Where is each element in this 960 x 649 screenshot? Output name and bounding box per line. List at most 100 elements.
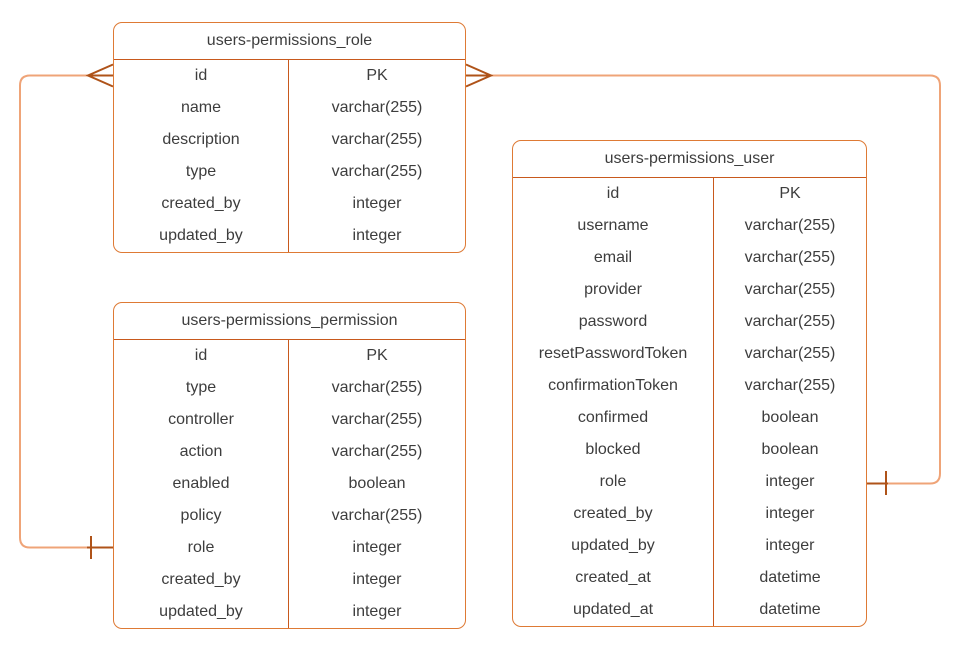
field-type-cell: integer	[352, 539, 402, 556]
field-name-cell: created_by	[513, 498, 714, 530]
field-name-cell: updated_at	[513, 594, 714, 626]
field-type-cell: datetime	[759, 601, 821, 618]
field-name-cell: role	[114, 532, 289, 564]
field-name-cell: provider	[513, 274, 714, 306]
field-name-cell: confirmationToken	[513, 370, 714, 402]
table-row: type varchar(255)	[114, 156, 465, 188]
table-row: resetPasswordToken varchar(255)	[513, 338, 866, 370]
field-name-cell: confirmed	[513, 402, 714, 434]
field-name-cell: username	[513, 210, 714, 242]
table-row: confirmed boolean	[513, 402, 866, 434]
field-name-cell: name	[114, 92, 289, 124]
field-type-cell: datetime	[759, 569, 821, 586]
table-row: created_by integer	[114, 564, 465, 596]
field-type-cell: varchar(255)	[744, 345, 836, 362]
field-name-cell: id	[114, 340, 289, 372]
field-name-cell: description	[114, 124, 289, 156]
field-name-cell: updated_by	[114, 220, 289, 252]
table-row: name varchar(255)	[114, 92, 465, 124]
field-name-cell: role	[513, 466, 714, 498]
field-type-cell: PK	[779, 185, 801, 202]
field-type-cell: varchar(255)	[744, 217, 836, 234]
field-name-cell: resetPasswordToken	[513, 338, 714, 370]
field-name-cell: enabled	[114, 468, 289, 500]
table-title: users-permissions_user	[513, 141, 866, 178]
field-type-cell: boolean	[761, 409, 819, 426]
field-name-cell: created_by	[114, 564, 289, 596]
table-row: id PK	[114, 60, 465, 92]
table-row: provider varchar(255)	[513, 274, 866, 306]
table-row: enabled boolean	[114, 468, 465, 500]
field-name-cell: controller	[114, 404, 289, 436]
many-crows-foot-icon	[85, 63, 114, 88]
table-row: email varchar(255)	[513, 242, 866, 274]
field-type-cell: varchar(255)	[331, 411, 423, 428]
table-row: updated_at datetime	[513, 594, 866, 626]
table-row: updated_by integer	[114, 220, 465, 252]
table-row: action varchar(255)	[114, 436, 465, 468]
table-row: created_at datetime	[513, 562, 866, 594]
field-name-cell: updated_by	[513, 530, 714, 562]
field-name-cell: type	[114, 156, 289, 188]
table-row: updated_by integer	[513, 530, 866, 562]
field-name-cell: password	[513, 306, 714, 338]
table-row: description varchar(255)	[114, 124, 465, 156]
field-type-cell: varchar(255)	[331, 379, 423, 396]
relationship-role-permission	[19, 63, 114, 559]
table-row: id PK	[513, 178, 866, 210]
field-type-cell: varchar(255)	[331, 507, 423, 524]
field-name-cell: created_at	[513, 562, 714, 594]
table-row: type varchar(255)	[114, 372, 465, 404]
relationship-line	[19, 74, 88, 549]
table-row: id PK	[114, 340, 465, 372]
field-type-cell: integer	[765, 505, 815, 522]
field-type-cell: varchar(255)	[331, 131, 423, 148]
field-type-cell: varchar(255)	[744, 249, 836, 266]
field-type-cell: varchar(255)	[744, 377, 836, 394]
table-row: created_by integer	[513, 498, 866, 530]
field-type-cell: boolean	[348, 475, 406, 492]
field-type-cell: integer	[352, 227, 402, 244]
field-type-cell: varchar(255)	[331, 163, 423, 180]
field-name-cell: id	[513, 178, 714, 210]
field-type-cell: varchar(255)	[331, 99, 423, 116]
one-tick-icon	[867, 471, 888, 495]
table-title: users-permissions_role	[114, 23, 465, 60]
field-type-cell: PK	[366, 347, 388, 364]
field-name-cell: id	[114, 60, 289, 92]
field-type-cell: integer	[352, 603, 402, 620]
field-name-cell: policy	[114, 500, 289, 532]
field-type-cell: integer	[765, 473, 815, 490]
table-row: created_by integer	[114, 188, 465, 220]
table-row: policy varchar(255)	[114, 500, 465, 532]
field-name-cell: updated_by	[114, 596, 289, 628]
table-users-permissions-role: users-permissions_role id PK name varcha…	[113, 22, 466, 253]
table-row: controller varchar(255)	[114, 404, 465, 436]
field-type-cell: varchar(255)	[744, 281, 836, 298]
table-row: role integer	[513, 466, 866, 498]
table-users-permissions-user: users-permissions_user id PK username va…	[512, 140, 867, 627]
field-name-cell: email	[513, 242, 714, 274]
field-type-cell: PK	[366, 67, 388, 84]
table-row: confirmationToken varchar(255)	[513, 370, 866, 402]
field-type-cell: boolean	[761, 441, 819, 458]
table-row: password varchar(255)	[513, 306, 866, 338]
field-type-cell: integer	[352, 571, 402, 588]
field-name-cell: type	[114, 372, 289, 404]
field-type-cell: integer	[765, 537, 815, 554]
relationship-role-user	[465, 63, 941, 495]
relationship-line	[491, 74, 941, 485]
table-title: users-permissions_permission	[114, 303, 465, 340]
field-type-cell: varchar(255)	[331, 443, 423, 460]
field-name-cell: blocked	[513, 434, 714, 466]
table-row: role integer	[114, 532, 465, 564]
field-name-cell: created_by	[114, 188, 289, 220]
table-users-permissions-permission: users-permissions_permission id PK type …	[113, 302, 466, 629]
one-tick-icon	[87, 536, 113, 559]
field-type-cell: varchar(255)	[744, 313, 836, 330]
table-row: updated_by integer	[114, 596, 465, 628]
many-crows-foot-icon	[465, 63, 494, 88]
field-type-cell: integer	[352, 195, 402, 212]
table-row: username varchar(255)	[513, 210, 866, 242]
